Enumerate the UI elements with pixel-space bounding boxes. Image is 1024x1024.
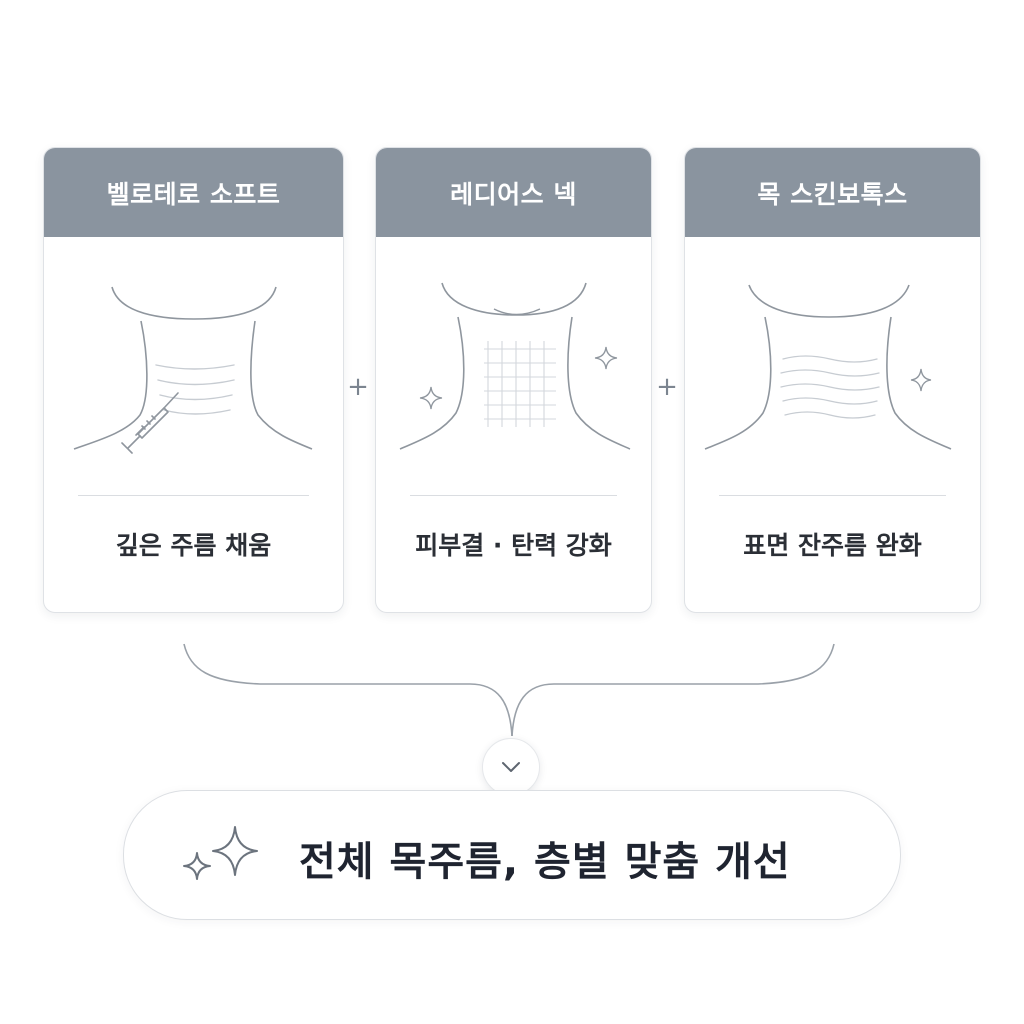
neck-illustration xyxy=(73,286,313,454)
card-caption: 표면 잔주름 완화 xyxy=(743,531,922,560)
card-divider xyxy=(78,495,309,496)
card-title: 벨로테로 소프트 xyxy=(44,148,343,237)
sparkles-icon xyxy=(183,826,258,880)
plus-operator: + xyxy=(347,372,369,402)
syringe-icon xyxy=(121,392,179,454)
sparkle-icon xyxy=(594,346,618,370)
card-title: 레디어스 넥 xyxy=(376,148,651,237)
neck-illustration xyxy=(399,282,631,450)
result-summary: 전체 목주름, 층별 맞춤 개선 xyxy=(123,790,901,920)
card-caption: 깊은 주름 채움 xyxy=(115,531,272,560)
plus-operator: + xyxy=(656,372,678,402)
sparkle-icon xyxy=(910,368,932,392)
card-divider xyxy=(410,495,617,496)
sparkle-icon xyxy=(419,386,443,410)
result-text: 전체 목주름, 층별 맞춤 개선 xyxy=(299,839,791,885)
neck-illustration xyxy=(704,284,952,450)
card-divider xyxy=(719,495,946,496)
chevron-down-icon xyxy=(502,762,520,772)
card-caption: 피부결 · 탄력 강화 xyxy=(415,531,612,560)
card-title: 목 스킨보톡스 xyxy=(685,148,980,237)
card-neck-skin-botox: 목 스킨보톡스 표면 잔주름 완화 xyxy=(684,147,981,613)
card-radiesse-neck: 레디어스 넥 피부결 · 탄력 강화 xyxy=(375,147,652,613)
expand-button[interactable] xyxy=(482,738,540,796)
merge-connector xyxy=(183,643,835,737)
card-belotero-soft: 벨로테로 소프트 깊은 주름 채움 xyxy=(43,147,344,613)
